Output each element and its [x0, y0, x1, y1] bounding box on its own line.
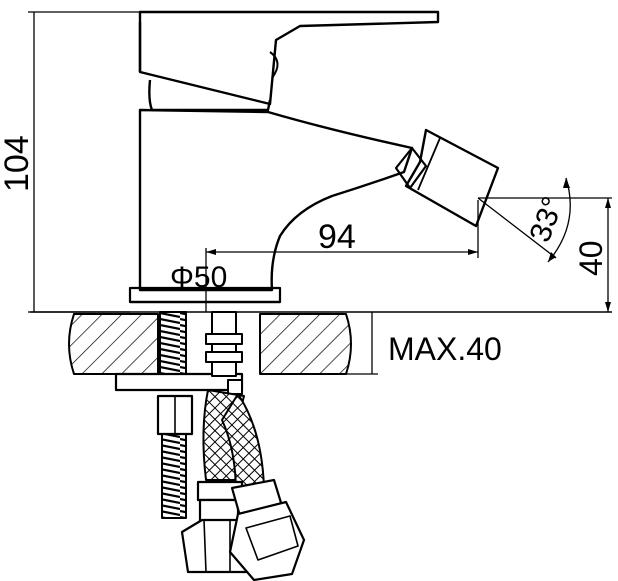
- countertop-section: [68, 313, 352, 375]
- inlet-connector: [205, 311, 243, 395]
- handle-cap: [148, 79, 272, 112]
- height-dimension-label: 104: [0, 135, 36, 192]
- max-thickness-dimension: [346, 312, 378, 375]
- diameter-dimension-label: Φ50: [170, 261, 227, 294]
- reach-dimension-label: 94: [318, 218, 356, 256]
- max-thickness-dimension-label: MAX.40: [388, 331, 502, 367]
- handle-lever: [138, 10, 440, 106]
- hose-nuts: [180, 478, 306, 581]
- mounting-stud: [114, 311, 244, 519]
- spout-height-dimension-label: 40: [573, 240, 609, 276]
- faucet-body: [128, 10, 500, 304]
- height-dimension: [28, 11, 140, 313]
- angle-dimension: [477, 177, 612, 263]
- diameter-dimension: [148, 248, 272, 312]
- spout-height-dimension: [605, 198, 611, 312]
- braided-hoses: [202, 389, 265, 495]
- reach-dimension: [206, 200, 479, 258]
- spout-nozzle: [394, 128, 500, 228]
